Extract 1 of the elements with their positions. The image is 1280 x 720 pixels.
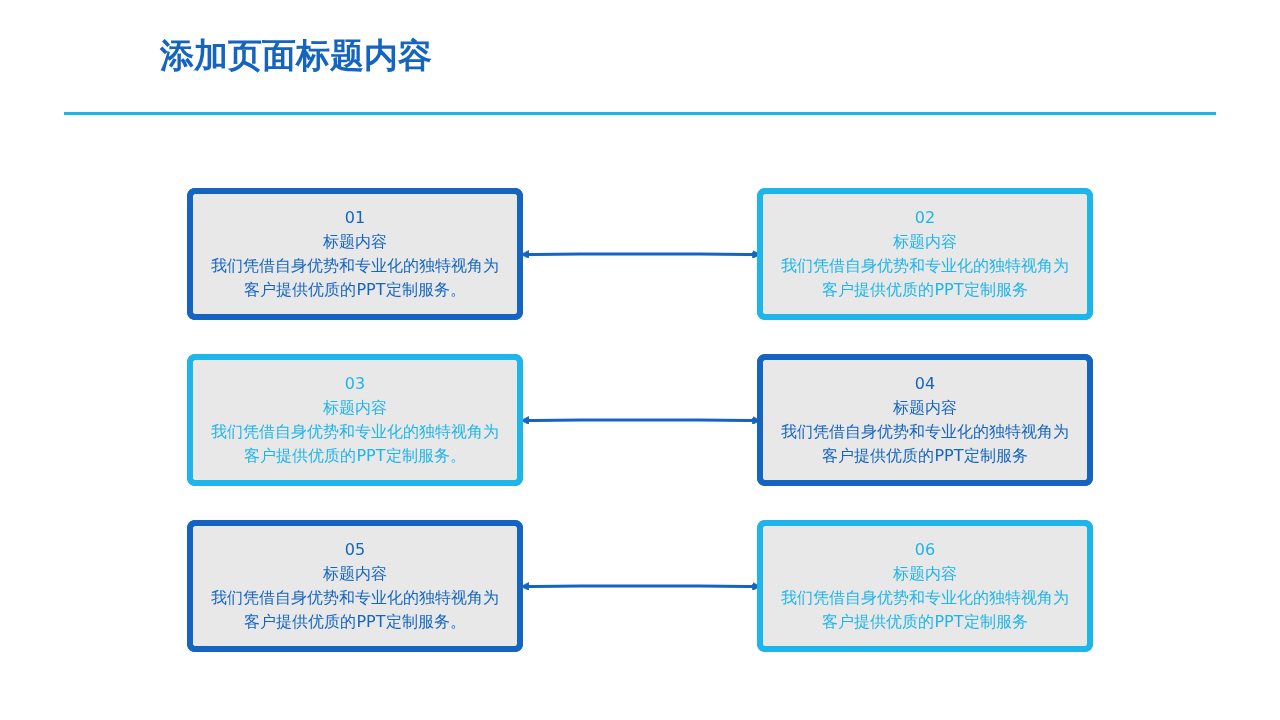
page-title: 添加页面标题内容: [160, 34, 432, 77]
